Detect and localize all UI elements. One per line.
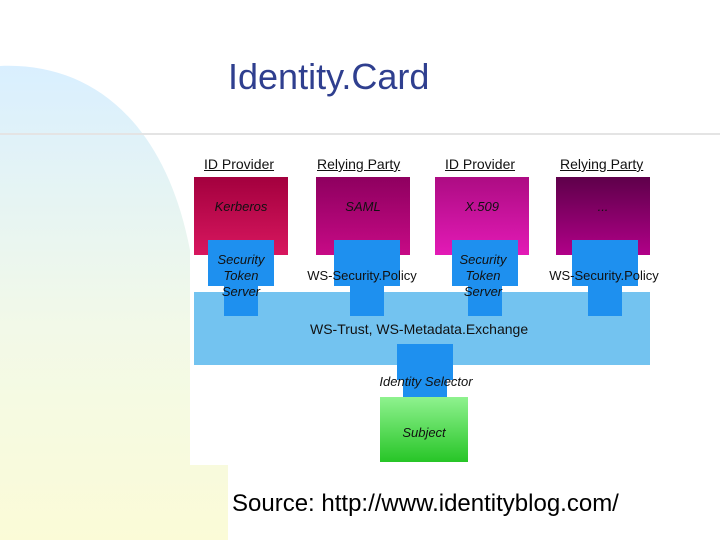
security-token-server-connector-2-bottom xyxy=(468,270,502,316)
subject-label: Subject xyxy=(402,425,446,440)
ws-security-policy-connector-2-bottom xyxy=(588,270,622,316)
ws-security-policy-connector-1-bottom xyxy=(350,270,384,316)
identity-selector-label: Identity Selector xyxy=(379,374,473,389)
ws-trust-label: WS-Trust, WS-Metadata.Exchange xyxy=(310,321,529,337)
column-header-id-provider-1: ID Provider xyxy=(204,156,275,172)
title-divider xyxy=(0,133,720,135)
source-citation: Source: http://www.identityblog.com/ xyxy=(232,490,619,517)
column-header-relying-party-1: Relying Party xyxy=(317,156,401,172)
column-header-id-provider-2: ID Provider xyxy=(445,156,516,172)
column-header-relying-party-2: Relying Party xyxy=(560,156,644,172)
identity-selector-connector xyxy=(397,344,453,380)
security-token-server-label-1: Security Token Server xyxy=(217,252,265,299)
security-token-server-label-2: Security Token Server xyxy=(459,252,507,299)
identity-diagram: ID Provider Relying Party ID Provider Re… xyxy=(190,140,670,465)
x509-label: X.509 xyxy=(465,199,499,214)
slide-title: Identity.Card xyxy=(228,56,430,97)
security-token-server-connector-1-bottom xyxy=(224,270,258,316)
ws-security-policy-label-2: WS-Security.Policy xyxy=(549,268,659,283)
ws-security-policy-label-1: WS-Security.Policy xyxy=(307,268,417,283)
ellipsis-label: ... xyxy=(597,199,609,214)
kerberos-label: Kerberos xyxy=(214,199,268,214)
subject-box: Subject xyxy=(380,397,468,462)
saml-label: SAML xyxy=(345,199,381,214)
